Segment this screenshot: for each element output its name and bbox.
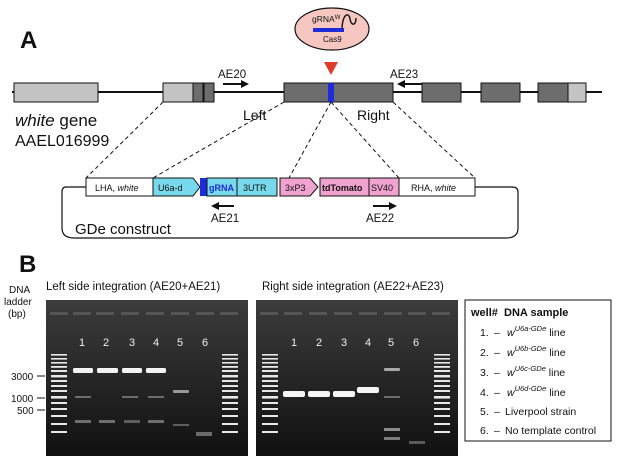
ladder-title: DNA ladder (bp) [4, 285, 32, 320]
legend-row-6: 6.–No template control [480, 425, 596, 437]
right-gel-background [256, 300, 458, 456]
left-ladder-1 [51, 354, 67, 433]
left-gel-lane-numbers: 1 2 3 4 5 6 [79, 337, 208, 349]
right-ladder-1 [262, 354, 278, 433]
svg-text:3000: 3000 [11, 372, 34, 383]
svg-text:(bp): (bp) [8, 309, 26, 320]
svg-text:4.–wU6d-GDe line: 4.–wU6d-GDe line [480, 384, 566, 399]
exon-6 [480, 82, 521, 103]
svg-text:4: 4 [153, 337, 159, 349]
right-arm-label: Right [357, 107, 390, 123]
construct-name: GDe construct [75, 221, 172, 238]
svg-text:3: 3 [129, 337, 135, 349]
legend-row-2: 2.–wU6b-GDe line [480, 344, 566, 359]
exon-5 [421, 82, 462, 103]
right-gel-title: Right side integration (AE22+AE23) [262, 281, 444, 293]
gene-name: white gene [15, 111, 97, 130]
exon-3 [203, 82, 215, 103]
svg-text:5: 5 [177, 337, 183, 349]
legend-row-5: 5.–Liverpool strain [480, 406, 576, 418]
svg-text:6: 6 [202, 337, 208, 349]
left-gel-wells [50, 312, 238, 315]
grna-cut-stripe [200, 178, 207, 196]
right-gel: 1 2 3 4 5 6 [256, 300, 458, 456]
primer-ae23-arrow-icon [397, 80, 422, 88]
exon-1 [13, 82, 99, 103]
cut-site-arrow-icon [324, 62, 338, 75]
primer-ae23-label: AE23 [390, 69, 418, 81]
primer-ae20-arrow-icon [223, 80, 249, 88]
homology-projection-lines [85, 101, 476, 179]
exon-4 [283, 82, 394, 103]
svg-text:5.–Liverpool strain: 5.–Liverpool strain [480, 406, 576, 418]
svg-text:500: 500 [17, 406, 34, 417]
legend-header-well: well# [470, 307, 498, 319]
right-gel-lane-numbers: 1 2 3 4 5 6 [291, 337, 419, 349]
right-ladder-2 [434, 354, 450, 433]
legend-box: well# DNA sample 1.–wU6a-GDe line 2.–wU6… [464, 299, 612, 442]
svg-text:1.–wU6a-GDe line: 1.–wU6a-GDe line [480, 324, 566, 339]
u6-promoter-arrow [152, 177, 201, 197]
legend-row-3: 3.–wU6c-GDe line [480, 364, 565, 379]
svg-text:3: 3 [341, 337, 347, 349]
construct-backbone [61, 186, 519, 239]
svg-text:4: 4 [365, 337, 371, 349]
left-ladder-2 [222, 354, 238, 433]
legend-row-4: 4.–wU6d-GDe line [480, 384, 566, 399]
primer-ae21-label: AE21 [211, 213, 239, 225]
size-markers: 3000 1000 500 [11, 372, 34, 417]
exon-2-light [162, 82, 194, 103]
svg-text:2: 2 [316, 337, 322, 349]
right-gel-sample-bands [283, 368, 425, 444]
exon-7-light [567, 82, 587, 103]
cas9-label: Cas9 [323, 35, 342, 44]
svg-text:DNA: DNA [9, 285, 30, 296]
svg-text:1: 1 [291, 337, 297, 349]
primer-ae21-arrow-icon [211, 202, 234, 210]
u6-label: U6a-d [158, 183, 183, 193]
left-gel: 1 2 3 4 5 6 [46, 300, 248, 456]
exon-2-dark [192, 82, 204, 103]
svg-text:1: 1 [79, 337, 85, 349]
legend-row-1: 1.–wU6a-GDe line [480, 324, 566, 339]
left-gel-title: Left side integration (AE20+AE21) [46, 281, 220, 293]
grna-label: gRNA [209, 183, 234, 193]
svg-text:3.–wU6c-GDe line: 3.–wU6c-GDe line [480, 364, 565, 379]
cut-site-marker [328, 83, 334, 102]
primer-ae22-label: AE22 [366, 213, 394, 225]
svg-text:ladder: ladder [4, 297, 32, 308]
svg-text:5: 5 [388, 337, 394, 349]
exon-7-dark [537, 82, 569, 103]
lha-label: LHA, white [95, 183, 139, 193]
utr-box [236, 177, 278, 197]
legend-header-sample: DNA sample [504, 307, 568, 319]
left-arm-label: Left [243, 107, 266, 123]
rha-label: RHA, white [411, 183, 456, 193]
panel-b-label: B [19, 251, 36, 278]
primer-ae22-arrow-icon [373, 202, 397, 210]
gene-id: AAEL016999 [15, 133, 109, 150]
left-gel-sample-bands [73, 368, 212, 436]
utr-label: 3UTR [243, 183, 267, 193]
sv40-label: SV40 [371, 183, 393, 193]
svg-text:6.–No template control: 6.–No template control [480, 425, 596, 437]
grna-squiggle [341, 14, 357, 29]
3xp3-promoter-arrow [279, 177, 319, 197]
rha-box [398, 177, 476, 197]
left-gel-background [46, 300, 248, 456]
svg-text:6: 6 [413, 337, 419, 349]
svg-text:2.–wU6b-GDe line: 2.–wU6b-GDe line [480, 344, 566, 359]
cas9-grna-text: gRNAW [312, 14, 341, 24]
svg-text:1000: 1000 [11, 394, 34, 405]
tdtomato-label: tdTomato [322, 183, 363, 193]
right-gel-wells [260, 312, 450, 315]
3xp3-label: 3xP3 [285, 183, 306, 193]
panel-a-label: A [20, 27, 37, 54]
cas9-grna-complex: gRNAW Cas9 [294, 7, 370, 51]
svg-text:2: 2 [103, 337, 109, 349]
primer-ae20-label: AE20 [218, 69, 246, 81]
